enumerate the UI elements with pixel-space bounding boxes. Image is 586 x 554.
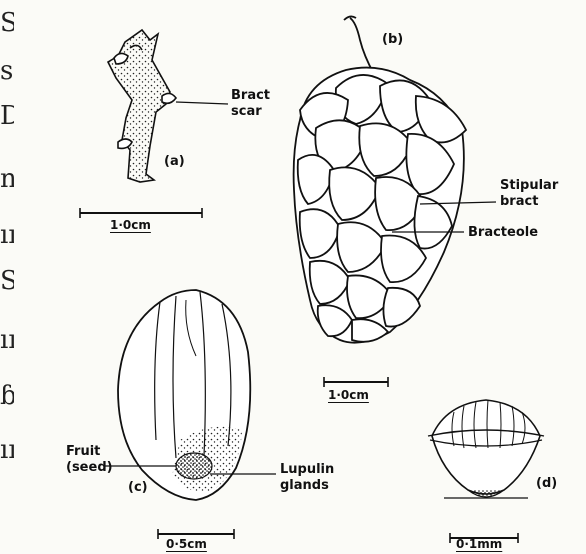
panel-a-scale-label: 1·0cm: [110, 218, 151, 233]
hop-cone-drawing: [294, 16, 496, 387]
stem-strig-drawing: [80, 30, 228, 218]
fruit-seed-label-line1: Fruit: [66, 444, 100, 459]
bracteole-drawing: [104, 290, 276, 539]
lupulin-glands-label-line2: glands: [280, 478, 329, 493]
panel-c-scale-label: 0·5cm: [166, 537, 207, 552]
fruit-seed-label-line2: (seed): [66, 460, 113, 475]
lupulin-gland-drawing: [428, 400, 544, 543]
stipular-bract-label-line2: bract: [500, 194, 538, 209]
bracteole-label: Bracteole: [468, 225, 538, 240]
panel-b-tag: (b): [382, 32, 403, 47]
panel-b-scale-label: 1·0cm: [328, 388, 369, 403]
panel-a-tag: (a): [164, 154, 185, 169]
bract-scar-label-line2: scar: [231, 104, 262, 119]
panel-c-tag: (c): [128, 480, 148, 495]
panel-d-tag: (d): [536, 476, 557, 491]
panel-d-scale-label: 0·1mm: [456, 537, 502, 552]
lupulin-glands-label-line1: Lupulin: [280, 462, 334, 477]
bract-scar-label-line1: Bract: [231, 88, 270, 103]
stipular-bract-label-line1: Stipular: [500, 178, 558, 193]
